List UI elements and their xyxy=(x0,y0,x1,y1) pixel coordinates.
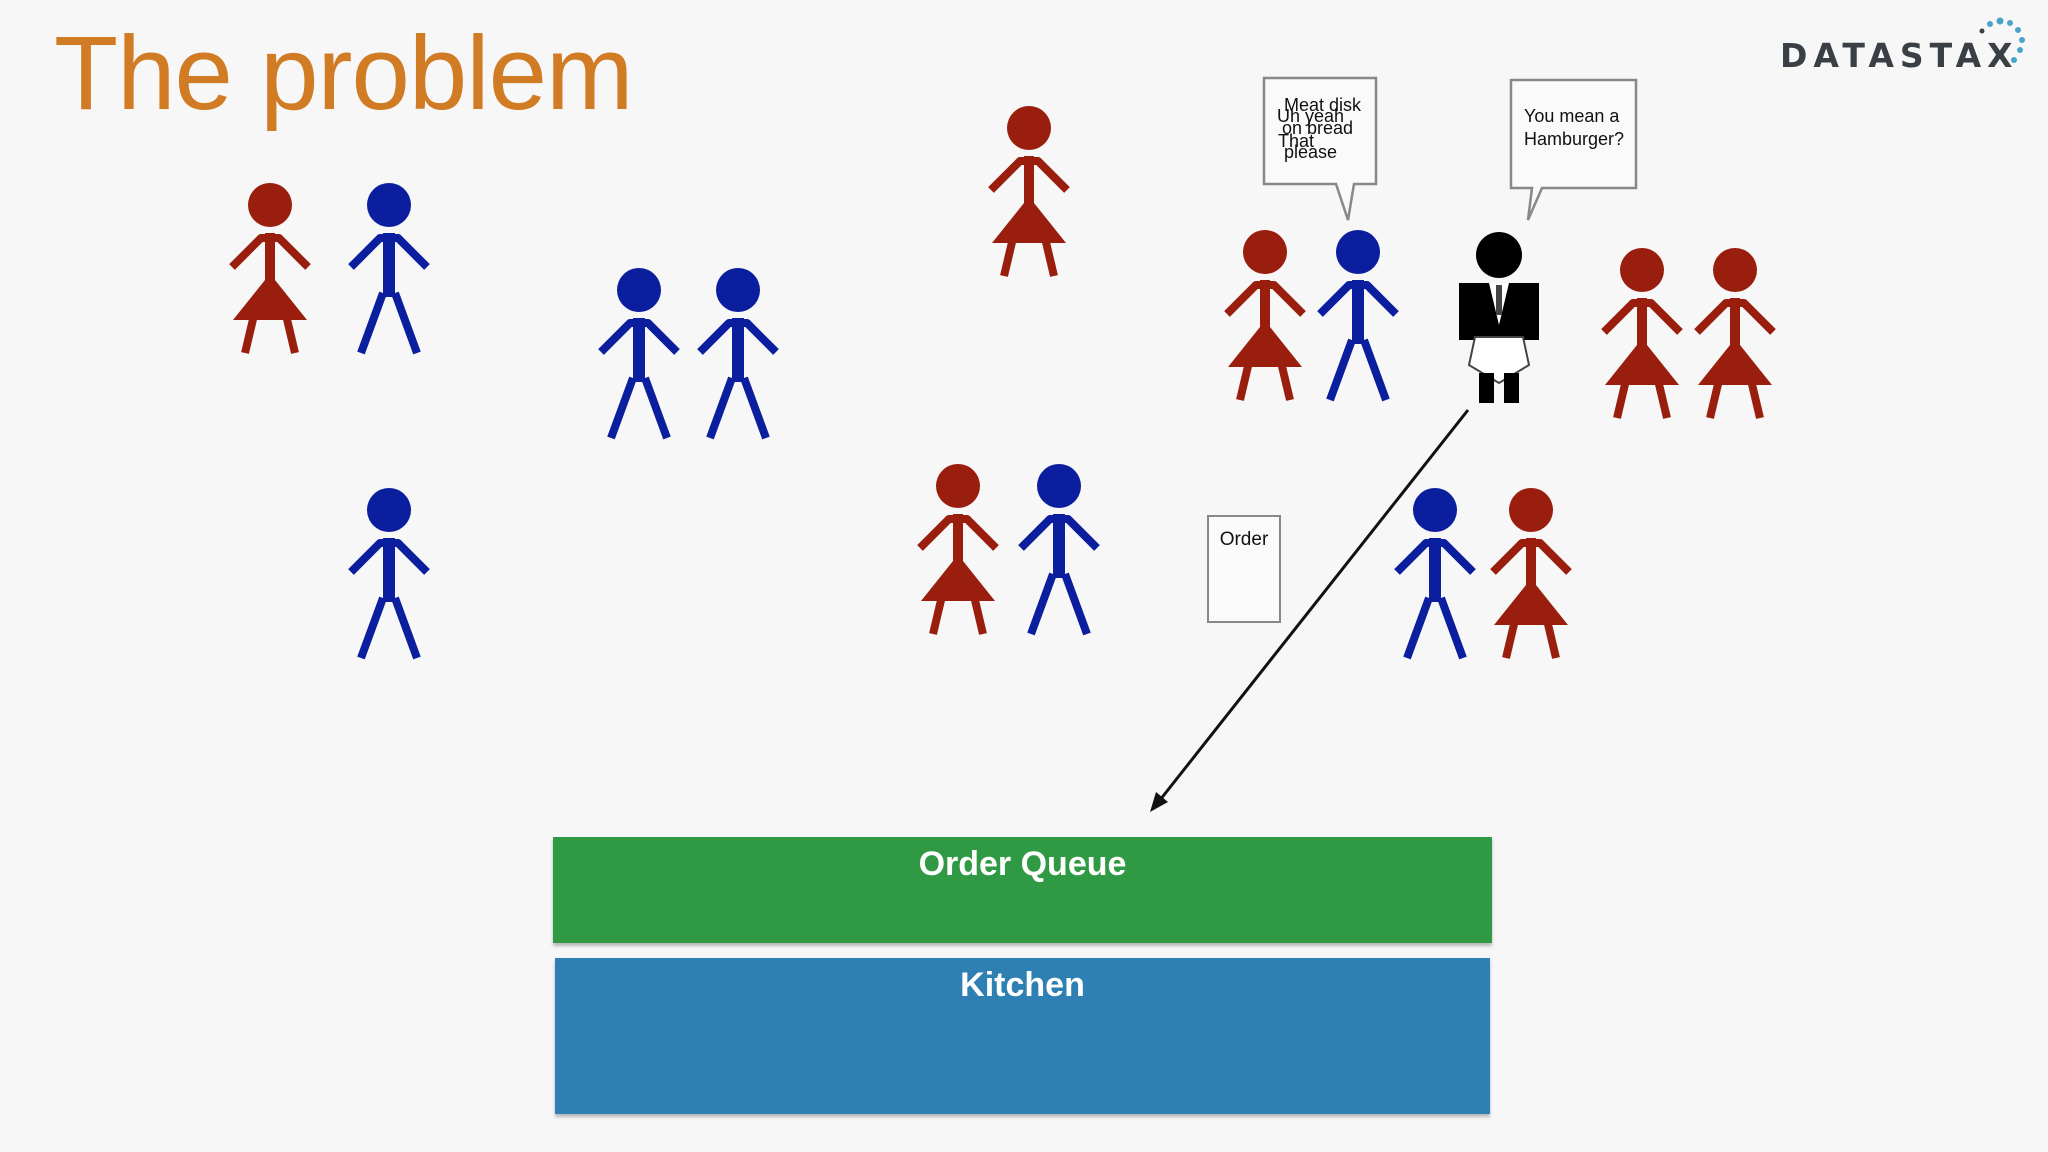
customer-speech-line-1: Meat disk xyxy=(1284,95,1362,115)
kitchen-label: Kitchen xyxy=(960,966,1085,1004)
man-figure xyxy=(348,488,430,660)
slide-title: The problem xyxy=(54,15,633,132)
customer-speech-line-5: please xyxy=(1284,142,1338,162)
order-note-label: Order xyxy=(1219,529,1269,550)
waiter-speech-line-2: Hamburger? xyxy=(1524,129,1625,149)
order-note: Order xyxy=(1207,515,1281,623)
woman-figure xyxy=(1224,230,1306,401)
woman-figure xyxy=(1490,488,1572,659)
man-figure xyxy=(1317,230,1399,402)
waiter-speech-line-1: You mean a xyxy=(1524,106,1620,126)
waiter-speech-bubble xyxy=(1509,78,1638,221)
woman-figure xyxy=(917,464,999,635)
woman-figure xyxy=(1694,248,1776,419)
man-figure xyxy=(598,268,680,440)
woman-figure xyxy=(1601,248,1683,419)
man-figure xyxy=(1018,464,1100,636)
waiter-figure xyxy=(1459,232,1539,403)
datastax-logo-dots-icon xyxy=(1979,17,2025,63)
man-figure xyxy=(1394,488,1476,660)
kitchen-bar: Kitchen xyxy=(555,958,1490,1114)
customer-speech-line-2: Uh yeah xyxy=(1277,106,1345,126)
woman-figure xyxy=(229,183,311,354)
woman-figure xyxy=(988,106,1070,277)
man-figure xyxy=(348,183,430,355)
customer-speech-line-3: on bread xyxy=(1282,118,1354,138)
datastax-logo-text: DATASTAX xyxy=(1780,36,2019,75)
man-figure xyxy=(697,268,779,440)
customer-speech-bubble xyxy=(1262,76,1378,221)
order-queue-label: Order Queue xyxy=(918,845,1127,883)
order-queue-bar: Order Queue xyxy=(553,837,1492,943)
customer-speech-line-4: That xyxy=(1278,131,1315,151)
